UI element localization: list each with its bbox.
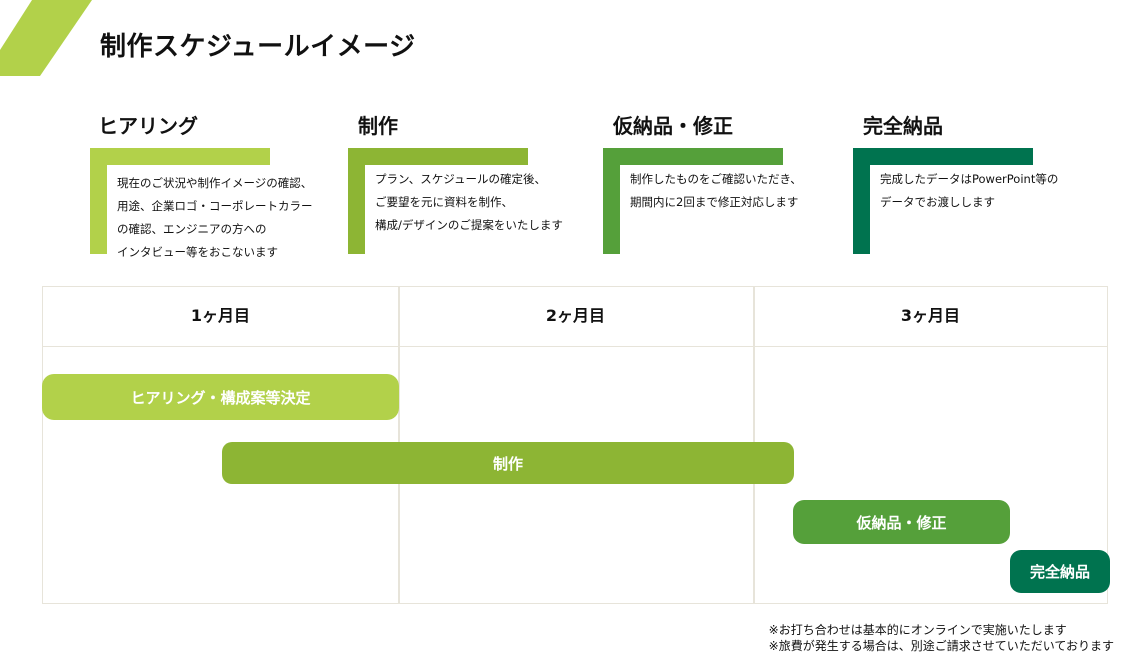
title-accent-shape — [0, 0, 92, 76]
phase-revision: 仮納品・修正 制作したものをご確認いただき、 期間内に2回まで修正対応します — [603, 110, 853, 260]
bracket-top — [348, 148, 528, 165]
month-3-label: 3ヶ月目 — [900, 306, 961, 325]
footnotes: ※お打ち合わせは基本的にオンラインで実施いたします ※旅費が発生する場合は、別途… — [769, 622, 1114, 654]
gantt-bar-production: 制作 — [222, 442, 794, 484]
footnote-online: ※お打ち合わせは基本的にオンラインで実施いたします — [768, 623, 1067, 637]
phase-production: 制作 プラン、スケジュールの確定後、 ご要望を元に資料を制作、 構成/デザインの… — [348, 110, 598, 260]
bracket-left — [853, 148, 870, 254]
phase-hearing: ヒアリング 現在のご状況や制作イメージの確認、 用途、企業ロゴ・コーポレートカラ… — [90, 110, 340, 260]
phase-bracket — [348, 148, 528, 254]
phase-delivery: 完全納品 完成したデータはPowerPoint等の データでお渡しします — [853, 110, 1103, 260]
bracket-left — [90, 148, 107, 254]
bracket-top — [90, 148, 270, 165]
phase-bracket — [603, 148, 783, 254]
bracket-top — [853, 148, 1033, 165]
month-2-label: 2ヶ月目 — [545, 306, 606, 325]
phase-bracket — [90, 148, 270, 254]
gantt-bar-revision: 仮納品・修正 — [793, 500, 1010, 544]
month-1-label: 1ヶ月目 — [190, 306, 251, 325]
timeline-header: 1ヶ月目 2ヶ月目 3ヶ月目 — [43, 287, 1107, 347]
bracket-left — [348, 148, 365, 254]
phase-description: 現在のご状況や制作イメージの確認、 用途、企業ロゴ・コーポレートカラー の確認、… — [117, 176, 313, 259]
phase-title: ヒアリング — [98, 114, 198, 138]
footnote-travel-expenses: ※旅費が発生する場合は、別途ご請求させていただいております — [768, 639, 1114, 653]
phase-bracket — [853, 148, 1033, 254]
bracket-top — [603, 148, 783, 165]
gantt-bar-delivery: 完全納品 — [1010, 550, 1110, 593]
phase-description: 完成したデータはPowerPoint等の データでお渡しします — [880, 172, 1059, 209]
page-title: 制作スケジュールイメージ — [100, 32, 416, 62]
phase-title: 制作 — [358, 114, 398, 138]
phase-title: 完全納品 — [863, 114, 943, 138]
gantt-bar-hearing: ヒアリング・構成案等決定 — [42, 374, 399, 420]
bracket-left — [603, 148, 620, 254]
phase-title: 仮納品・修正 — [613, 114, 733, 138]
phase-description: プラン、スケジュールの確定後、 ご要望を元に資料を制作、 構成/デザインのご提案… — [375, 172, 563, 232]
phase-description: 制作したものをご確認いただき、 期間内に2回まで修正対応します — [630, 172, 802, 209]
